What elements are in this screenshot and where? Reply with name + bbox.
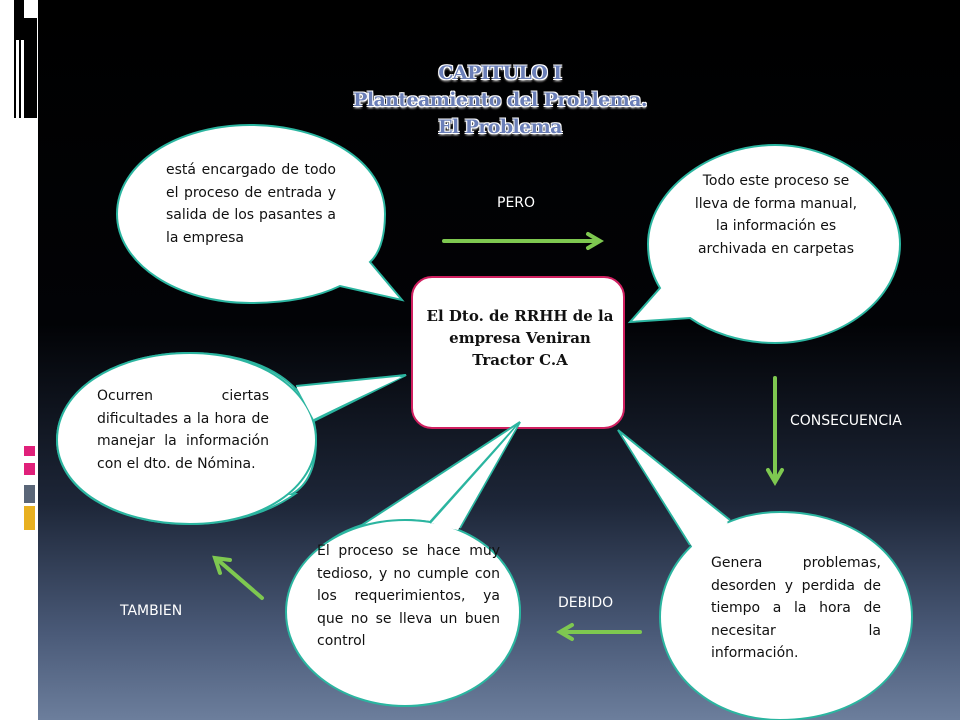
label-debido: DEBIDO (558, 595, 614, 611)
label-pero: PERO (497, 195, 536, 211)
bubble-top-left-text: está encargado de todo el proceso de ent… (166, 162, 336, 246)
tail-fill (433, 426, 517, 530)
deco-bar (24, 18, 37, 118)
bubble-bottom-middle-tail (429, 421, 521, 529)
bubble-top-right-text: Todo este proceso se lleva de forma manu… (694, 173, 858, 257)
bubble-bottom-middle-body (284, 518, 522, 708)
deco-bar (10, 0, 14, 40)
side-marker-pink (24, 463, 35, 475)
deco-bar (14, 40, 16, 118)
tail-fill (622, 435, 728, 548)
left-white-bar (0, 0, 38, 720)
deco-bar (14, 0, 24, 40)
side-marker-yellow (24, 506, 35, 530)
side-marker-gray (24, 485, 35, 503)
center-box (411, 276, 625, 429)
bubble-bottom-middle-text: El proceso se hace muy tedioso, y no cum… (317, 543, 500, 649)
tail-fill (297, 377, 402, 418)
title-line-2: Planteamiento del Problema. (353, 89, 647, 111)
deco-bar (19, 40, 21, 118)
label-consecuencia: CONSECUENCIA (790, 413, 902, 429)
title-line-1: CAPITULO I (438, 62, 562, 84)
bubble-middle-left-text: Ocurren ciertas dificultades a la hora d… (97, 388, 269, 472)
bubble-middle-left-body (55, 351, 318, 526)
slide-title: CAPITULO I Planteamiento del Problema. E… (300, 60, 700, 141)
label-tambien: TAMBIEN (120, 603, 183, 619)
arrow-tambien-icon (212, 555, 264, 600)
title-line-3: El Problema (438, 116, 562, 138)
arrow-pero-icon (442, 232, 604, 250)
arrow-consecuencia-icon (766, 376, 784, 486)
arrow-debido-icon (556, 623, 642, 641)
bubble-top-left (115, 123, 405, 305)
side-marker-pink (24, 446, 35, 456)
bubble-top-right (627, 143, 902, 345)
center-text: El Dto. de RRHH de la empresa Veniran Tr… (426, 307, 614, 369)
bubble-bottom-right-text: Genera problemas, desorden y perdida de … (711, 555, 881, 661)
